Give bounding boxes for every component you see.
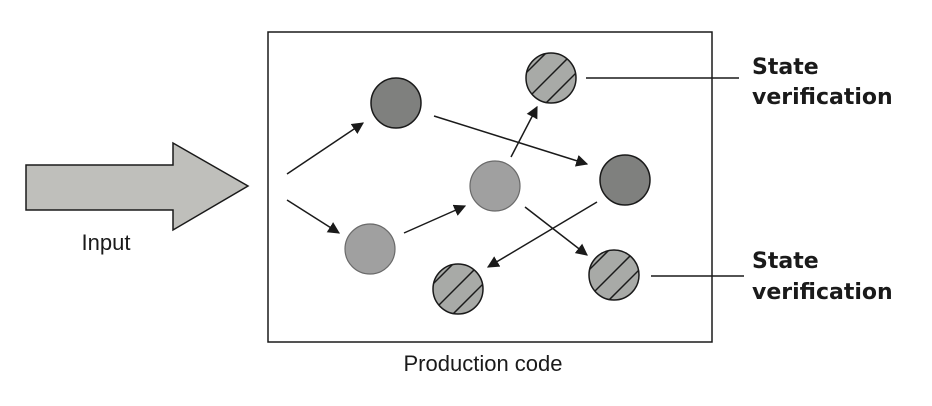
flow-arrow-middle-to-bottom-right-hatched-node	[524, 206, 588, 256]
input-arrow	[25, 141, 250, 232]
light-node-lower-left	[344, 223, 396, 275]
dark-node-upper-left	[370, 77, 422, 129]
verification-label-top-line1: State	[752, 55, 819, 80]
flow-arrow-middle-to-top-hatched-node	[510, 105, 538, 158]
verification-label-top-line2: verification	[752, 85, 893, 110]
verification-label-bottom-line1: State	[752, 249, 819, 274]
flow-arrow-entry-to-light-node	[286, 199, 341, 234]
input-label: Input	[82, 230, 131, 255]
flow-arrow-right-dark-to-bottom-left-hatched-node	[486, 201, 598, 268]
flow-arrow-dark-to-right-dark-node	[433, 115, 589, 167]
flow-arrow-entry-to-dark-node	[286, 122, 364, 175]
hatched-node-bottom-left	[432, 263, 484, 315]
light-node-middle	[469, 160, 521, 212]
dark-node-right	[599, 154, 651, 206]
hatched-node-bottom-right	[588, 249, 640, 301]
hatched-node-top	[525, 52, 577, 104]
verification-label-bottom-line2: verification	[752, 280, 893, 305]
production-code-label: Production code	[404, 351, 563, 376]
flow-arrow-light-to-middle-node	[403, 204, 467, 234]
production-code-box	[267, 31, 713, 343]
